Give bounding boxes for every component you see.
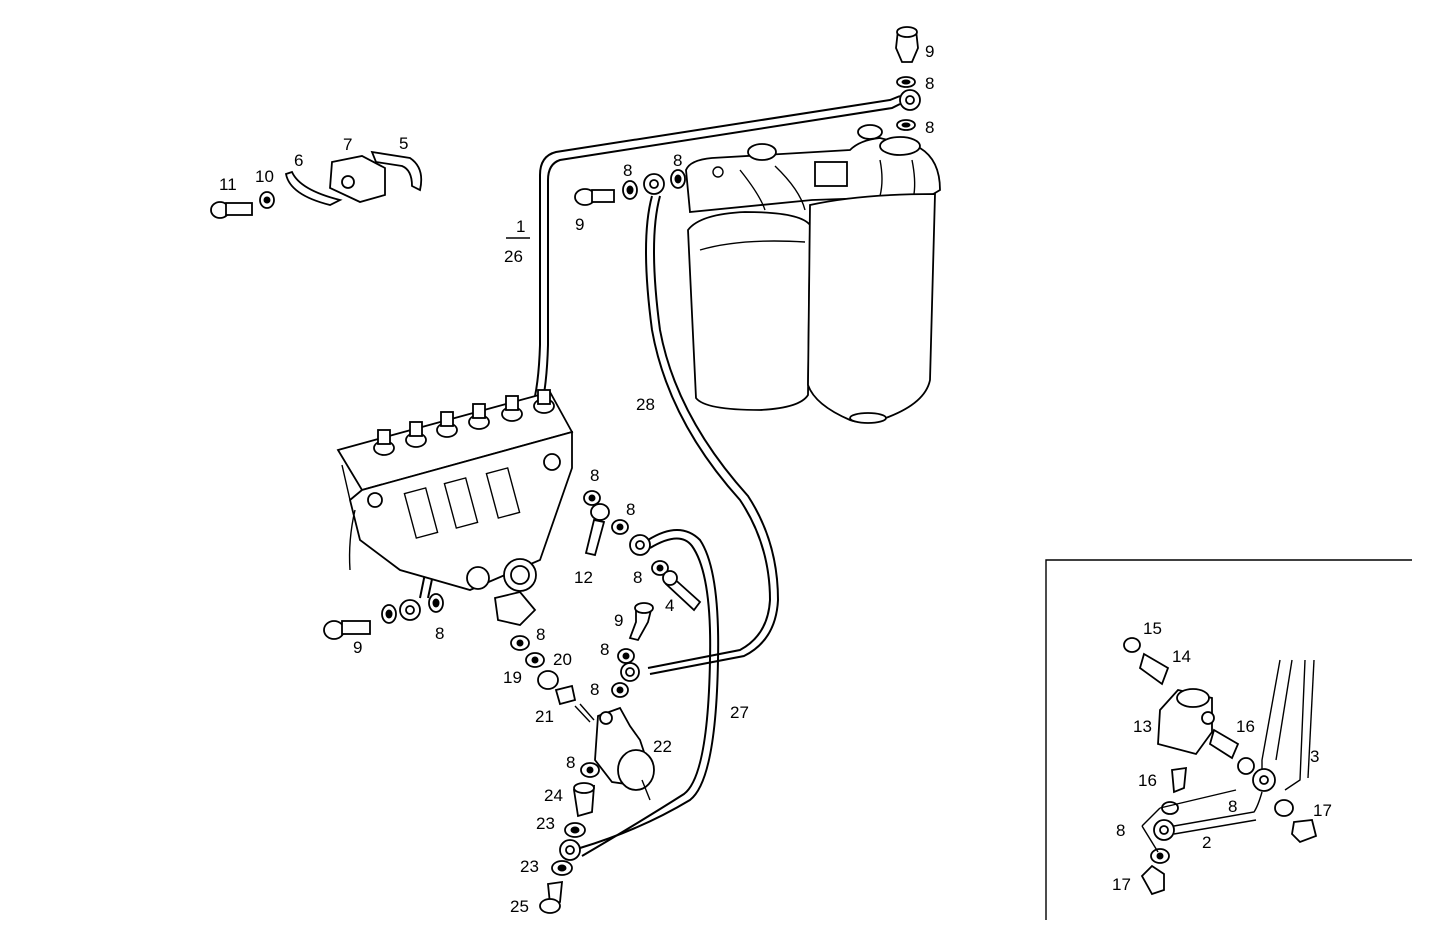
part-label: 12	[574, 568, 593, 587]
part-number-labels: 1 26 9 8 8 11 10 6 7 5 8 8 9 28 8 8 12 8…	[219, 42, 1332, 916]
part-label: 9	[575, 215, 584, 234]
part-label: 8	[925, 74, 934, 93]
part-label: 19	[503, 668, 522, 687]
part-label: 9	[925, 42, 934, 61]
part-label: 25	[510, 897, 529, 916]
part-label: 3	[1310, 747, 1319, 766]
fuel-filter-assembly	[685, 124, 941, 424]
part-label: 17	[1313, 801, 1332, 820]
fraction-denominator: 26	[504, 247, 523, 266]
part-label: 15	[1143, 619, 1162, 638]
part-label: 8	[633, 568, 642, 587]
part-label: 8	[590, 466, 599, 485]
part-label: 27	[730, 703, 749, 722]
part-label: 22	[653, 737, 672, 756]
part-label: 11	[219, 175, 237, 194]
part-label: 8	[536, 625, 545, 644]
part-label: 14	[1172, 647, 1191, 666]
fraction-numerator: 1	[516, 217, 525, 236]
detail-inset	[1045, 559, 1412, 920]
part-label: 23	[536, 814, 555, 833]
part-label: 8	[626, 500, 635, 519]
part-label: 16	[1236, 717, 1255, 736]
leader-lines	[506, 237, 1237, 853]
part-label: 16	[1138, 771, 1157, 790]
part-label: 8	[925, 118, 934, 137]
part-label: 6	[294, 151, 303, 170]
part-label: 21	[535, 707, 554, 726]
part-label: 8	[435, 624, 444, 643]
part-label: 8	[1116, 821, 1125, 840]
part-label: 4	[665, 596, 674, 615]
part-label: 20	[553, 650, 572, 669]
part-label: 9	[353, 638, 362, 657]
part-label: 7	[343, 135, 352, 154]
part-label: 8	[590, 680, 599, 699]
part-label: 23	[520, 857, 539, 876]
part-label: 8	[623, 161, 632, 180]
part-label: 24	[544, 786, 563, 805]
injection-pump	[336, 389, 574, 626]
part-label: 9	[614, 611, 623, 630]
part-label: 2	[1202, 833, 1211, 852]
part-label: 17	[1112, 875, 1131, 894]
part-label: 10	[255, 167, 274, 186]
part-label: 8	[673, 151, 682, 170]
part-label: 8	[600, 640, 609, 659]
part-label: 8	[1228, 797, 1237, 816]
part-label: 28	[636, 395, 655, 414]
hardware-parts	[210, 26, 921, 914]
part-label: 13	[1133, 717, 1152, 736]
part-label: 8	[566, 753, 575, 772]
part-label: 5	[399, 134, 408, 153]
